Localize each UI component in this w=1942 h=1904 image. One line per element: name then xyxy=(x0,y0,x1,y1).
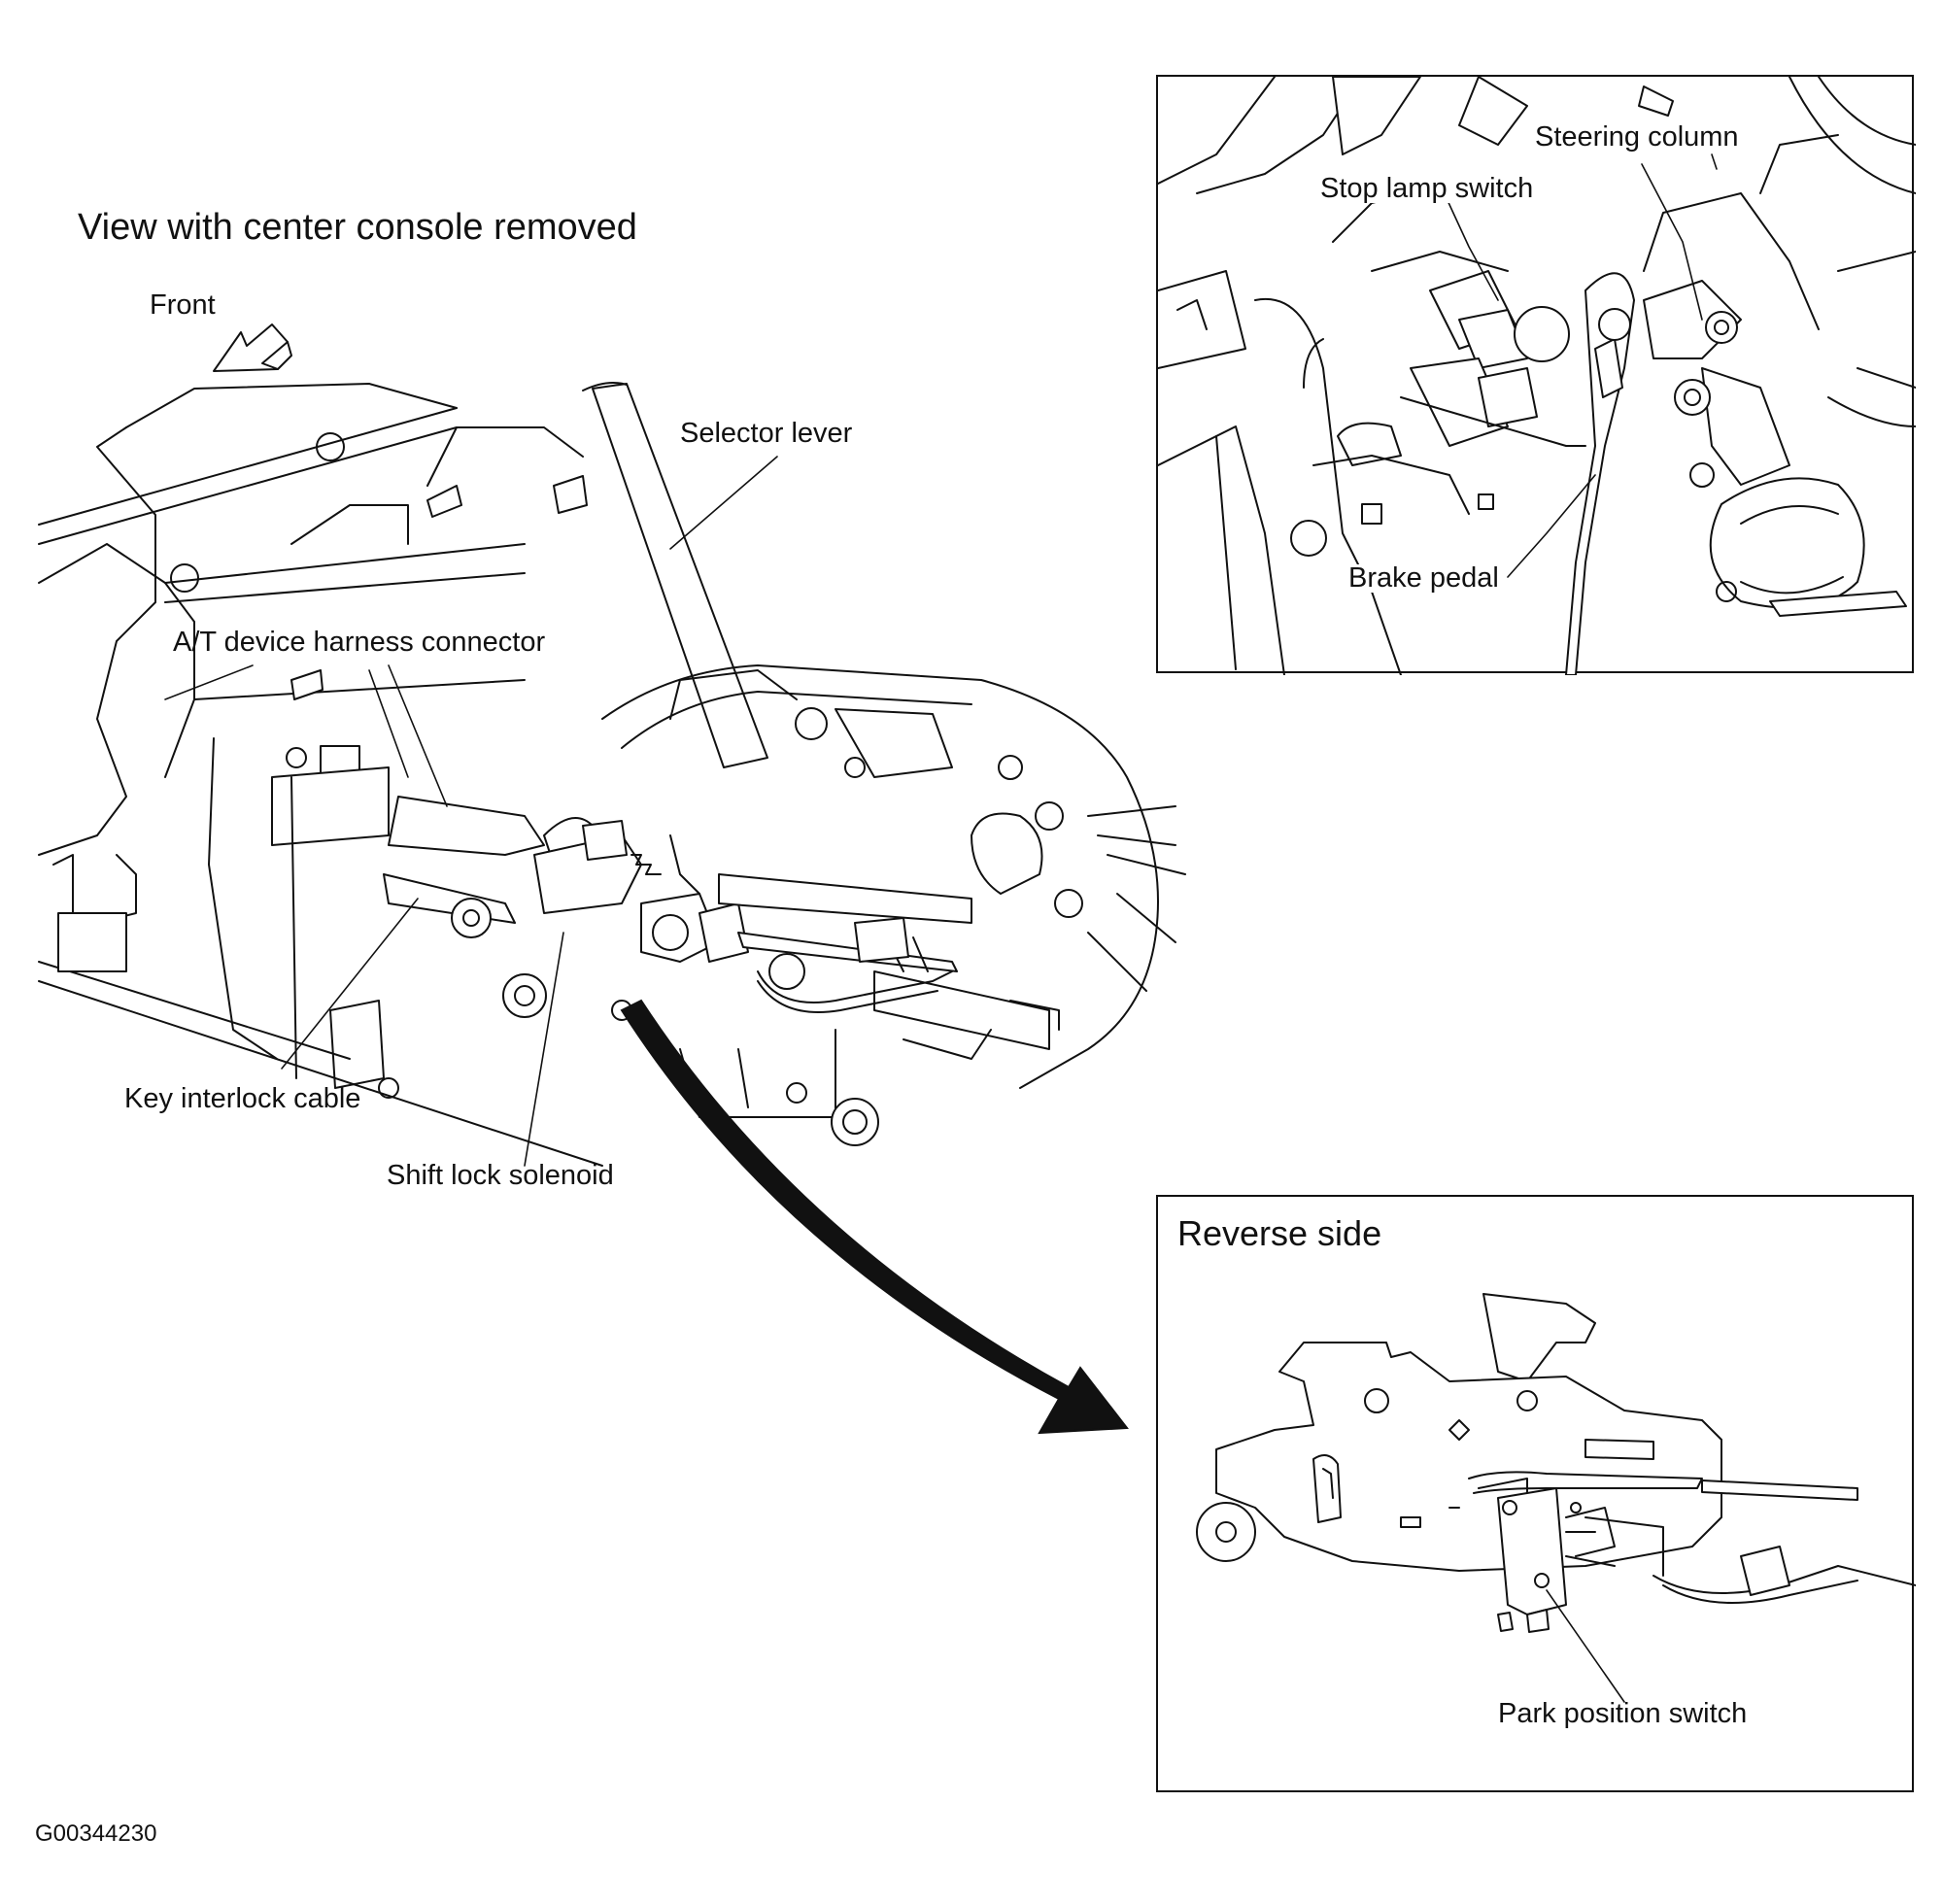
front-label: Front xyxy=(150,289,216,321)
park-position-switch-label: Park position switch xyxy=(1498,1698,1748,1729)
shifter-mechanism-reverse xyxy=(1196,1293,1916,1633)
console-frame xyxy=(38,383,603,1167)
inset-bottom-leader-lines xyxy=(1546,1589,1625,1703)
view-title: View with center console removed xyxy=(78,207,637,248)
shift-lock-solenoid-label: Shift lock solenoid xyxy=(387,1160,614,1191)
reverse-side-arrow-icon xyxy=(620,999,1129,1435)
harness-connector-label: A/T device harness connector xyxy=(173,627,546,658)
front-arrow-icon xyxy=(213,323,292,372)
inset-top-drawing xyxy=(1158,77,1916,675)
shifter-base xyxy=(601,664,1186,1089)
figure-code: G00344230 xyxy=(35,1820,157,1847)
inset-bottom-drawing xyxy=(1196,1293,1916,1703)
inset-top-panel: Steering column Stop lamp switch Brake p… xyxy=(1156,75,1916,675)
brake-pedal-label: Brake pedal xyxy=(1346,562,1501,594)
steering-column-label: Steering column xyxy=(1533,121,1741,153)
key-interlock-cable-label: Key interlock cable xyxy=(124,1083,361,1114)
reverse-side-title: Reverse side xyxy=(1177,1213,1382,1253)
main-leader-lines xyxy=(164,456,778,1167)
selector-lever-label: Selector lever xyxy=(680,418,853,449)
shift-lock-mechanism xyxy=(383,796,1060,1146)
inset-top-leader-lines xyxy=(1439,153,1718,578)
pedal-assembly xyxy=(1158,77,1916,675)
inset-bottom-panel: Reverse side xyxy=(1156,1195,1916,1792)
stop-lamp-switch-label: Stop lamp switch xyxy=(1318,173,1536,204)
selector-lever xyxy=(582,382,768,768)
